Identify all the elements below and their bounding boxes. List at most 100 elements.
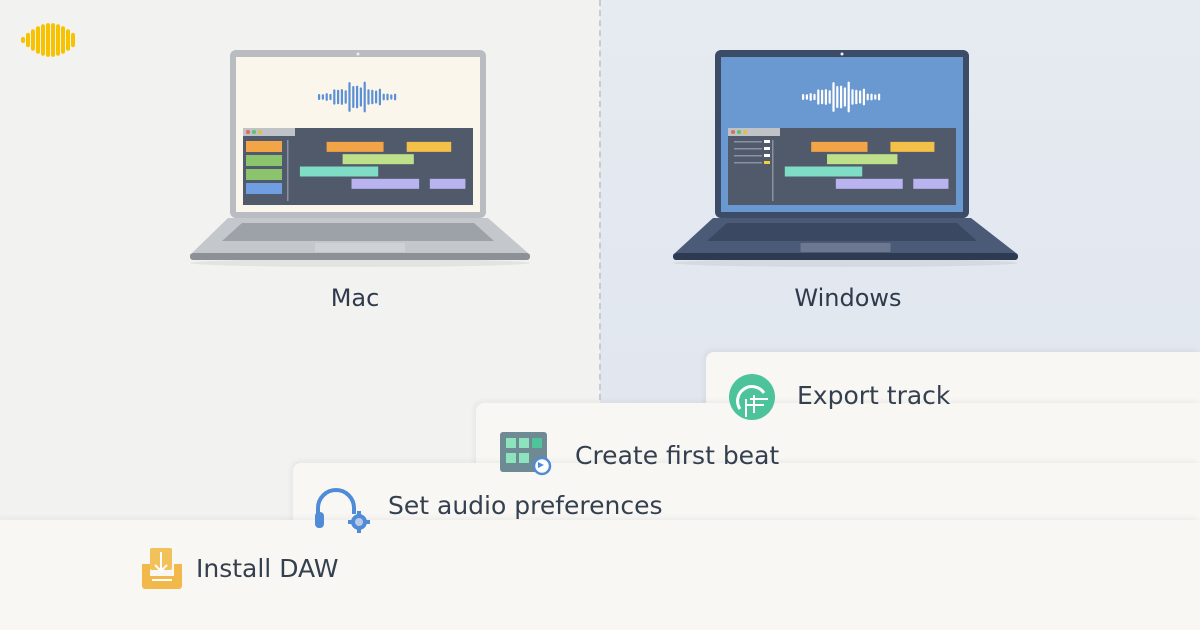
mac-label: Mac: [330, 284, 380, 312]
waveform-bar: [333, 89, 336, 105]
window-button: [737, 130, 741, 134]
waveform-bar: [805, 94, 808, 100]
waveform-bar: [817, 89, 820, 105]
window-button: [731, 130, 735, 134]
step-set-audio-preferences: Set audio preferences: [388, 491, 663, 520]
audio-clip: [784, 166, 863, 177]
waveform-bar: [344, 90, 347, 104]
export-icon: [729, 374, 775, 420]
logo-bar: [61, 26, 65, 54]
waveform-bar: [367, 89, 370, 105]
audio-clip: [827, 154, 898, 165]
keyboard: [222, 223, 494, 241]
trackpad: [315, 243, 405, 252]
track-header: [246, 169, 282, 180]
laptop-front-edge: [190, 253, 530, 260]
step-1-panel: [0, 520, 1200, 630]
waveform-bar: [836, 86, 839, 108]
waveform-bar: [832, 82, 835, 112]
logo-bar: [51, 23, 55, 57]
waveform-bar: [318, 94, 321, 100]
waveform-bar: [828, 90, 831, 104]
track-button: [764, 161, 770, 164]
audio-clip: [342, 154, 414, 165]
logo-bar: [21, 37, 25, 43]
track-button: [764, 140, 770, 143]
window-button: [258, 130, 262, 134]
windows-laptop-illustration: [673, 50, 1018, 267]
waveform-bar: [321, 94, 324, 100]
keyboard: [707, 223, 977, 241]
laptop-front-edge: [673, 253, 1018, 260]
logo-bar: [66, 29, 70, 51]
waveform-bar: [874, 94, 877, 100]
audio-clip: [835, 178, 903, 189]
beat-grid-icon: [500, 432, 552, 476]
waveform-bar: [352, 86, 355, 108]
audio-clip: [429, 178, 466, 189]
camera-dot: [356, 52, 360, 56]
track-row: [734, 162, 762, 164]
waveform-bar: [824, 89, 827, 105]
audio-clip: [299, 166, 379, 177]
track-button: [764, 147, 770, 150]
waveform-bar: [382, 93, 385, 101]
waveform-bar: [363, 81, 366, 113]
waveform-bar: [802, 94, 805, 100]
laptop-shadow: [190, 259, 530, 267]
waveform-bar: [356, 85, 359, 109]
track-row: [734, 148, 762, 150]
track-header: [246, 141, 282, 152]
waveform-bar: [378, 88, 381, 106]
logo-bar: [36, 26, 40, 54]
waveform-bar: [348, 82, 351, 112]
waveform-bar: [375, 90, 378, 104]
waveform-bar: [855, 89, 858, 105]
window-button: [743, 130, 747, 134]
headphones-gear-icon: [315, 488, 370, 533]
track-button: [764, 154, 770, 157]
download-icon: [142, 548, 182, 589]
window-button: [252, 130, 256, 134]
step-install-daw: Install DAW: [196, 554, 339, 583]
audio-clip: [913, 178, 949, 189]
laptop-shadow: [673, 259, 1018, 267]
waveform-bar: [337, 89, 340, 105]
step-export-track: Export track: [797, 381, 951, 410]
step-create-first-beat: Create first beat: [575, 441, 780, 470]
camera-dot: [840, 52, 844, 56]
waveform-bar: [371, 89, 374, 105]
waveform-bar: [329, 93, 332, 101]
waveform-bar: [340, 89, 343, 105]
waveform-bar: [386, 93, 389, 101]
audio-clip: [890, 141, 935, 152]
window-button: [246, 130, 250, 134]
daw-titlebar: [243, 128, 295, 136]
logo-bar: [46, 23, 50, 57]
track-header: [246, 155, 282, 166]
waveform-bar: [813, 93, 816, 101]
audio-clip: [406, 141, 452, 152]
mac-laptop-illustration: [190, 50, 530, 267]
logo-bar: [41, 24, 45, 56]
windows-label: Windows: [794, 284, 902, 312]
waveform-bar: [878, 93, 881, 101]
track-divider: [772, 140, 774, 201]
waveform-bar: [359, 87, 362, 107]
trackpad: [800, 243, 891, 252]
waveform-bar: [394, 93, 397, 101]
logo-bar: [31, 29, 35, 51]
waveform-bar: [843, 87, 846, 107]
waveform-bar: [847, 81, 850, 113]
waveform-bar: [390, 94, 393, 100]
waveform-bar: [862, 88, 865, 106]
track-header: [246, 183, 282, 194]
audio-clip: [351, 178, 420, 189]
track-row: [734, 155, 762, 157]
waveform-bar: [809, 93, 812, 101]
audio-clip: [811, 141, 868, 152]
track-divider: [287, 140, 289, 201]
track-row: [734, 141, 762, 143]
daw-titlebar: [728, 128, 780, 136]
divider-line: [599, 0, 601, 400]
